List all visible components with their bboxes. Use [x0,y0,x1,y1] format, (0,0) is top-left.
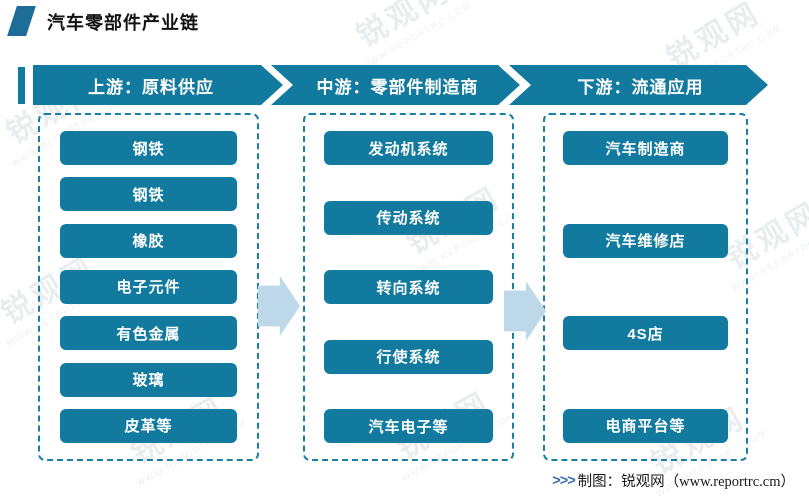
stage-banner-downstream-label: 下游：流通应用 [577,77,704,97]
node-ecommerce-platform: 电商平台等 [563,408,728,443]
node-transmission-system: 传动系统 [323,200,494,235]
node-glass: 玻璃 [59,362,238,397]
node-auto-electronics: 汽车电子等 [323,409,494,443]
node-engine-system: 发动机系统 [323,131,494,165]
node-auto-repair-shop: 汽车维修店 [563,223,728,258]
stage-banner-upstream-label: 上游：原料供应 [88,77,214,97]
title-row: 汽车零部件产业链 [0,0,809,44]
node-steel-2: 钢铁 [59,177,238,212]
node-auto-manufacturer: 汽车制造商 [563,131,728,165]
page-title: 汽车零部件产业链 [47,13,199,33]
node-rubber: 橡胶 [59,223,238,258]
node-4s-store: 4S店 [563,316,728,351]
stage-banner-midstream: 中游：零部件制造商 [271,65,520,105]
node-nonferrous-metals: 有色金属 [59,316,238,351]
stage-banner-upstream: 上游：原料供应 [33,65,283,105]
stage-banner-downstream: 下游：流通应用 [509,65,768,105]
header-lead-bar [18,67,25,104]
node-leather: 皮革等 [59,408,238,443]
node-driving-system: 行使系统 [323,339,494,374]
downstream-column: 汽车制造商 汽车维修店 4S店 电商平台等 [543,113,748,461]
node-steel: 钢铁 [59,131,238,165]
credit-arrows-icon: >>> [552,472,575,489]
title-accent-bar [7,6,36,36]
upstream-column: 钢铁 钢铁 橡胶 电子元件 有色金属 玻璃 皮革等 [38,113,259,461]
midstream-column: 发动机系统 传动系统 转向系统 行使系统 汽车电子等 [303,113,514,461]
node-electronic-components: 电子元件 [59,269,238,304]
credit-line: >>> 制图：锐观网（www.reportrc.cm） [552,470,795,491]
credit-text: 制图：锐观网（www.reportrc.cm） [577,474,795,490]
node-steering-system: 转向系统 [323,270,494,304]
stage-banner-midstream-label: 中游：零部件制造商 [316,77,479,97]
flow-arrow-upstream-to-midstream [258,276,300,336]
